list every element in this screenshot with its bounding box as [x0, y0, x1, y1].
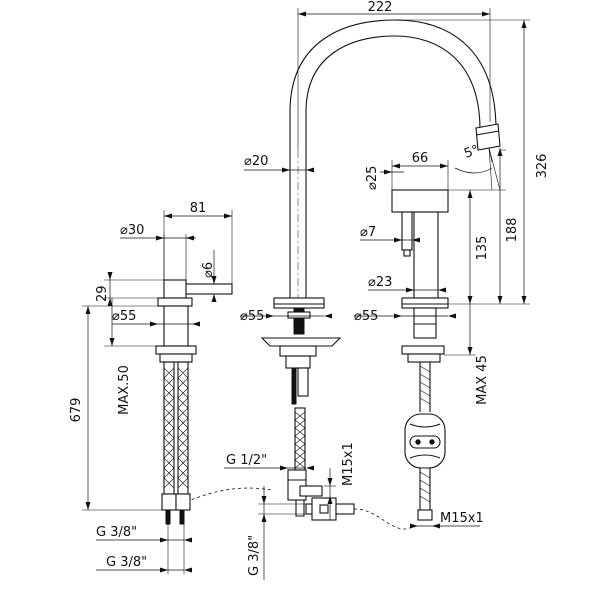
valve-body-shank — [163, 305, 189, 347]
dim-dia-6: ⌀6 — [201, 262, 216, 278]
valve-body-top — [163, 279, 187, 299]
dim-135: 135 — [475, 236, 490, 261]
dim-dia-30: ⌀30 — [120, 223, 144, 238]
shower-mount-nut — [401, 345, 445, 355]
spout-tube-inner — [305, 35, 481, 298]
dim-326: 326 — [535, 154, 550, 179]
spout-base-flange — [273, 297, 325, 309]
shower-head-block — [391, 189, 449, 213]
dim-max-50: MAX.50 — [117, 365, 132, 415]
dim-g38-vertical: G 3/8" — [247, 535, 262, 576]
shower-base-flange — [401, 297, 449, 309]
dimension-labels: 222 326 ⌀20 5° ⌀25 66 ⌀7 188 135 ⌀23 ⌀55… — [69, 0, 550, 576]
dim-g38-upper: G 3/8" — [96, 525, 137, 540]
dim-dia-25: ⌀25 — [365, 166, 380, 190]
dim-dia-23: ⌀23 — [368, 275, 392, 290]
shower-handle — [401, 211, 413, 251]
dim-m15-right: M15x1 — [440, 511, 484, 526]
dim-m15-center: M15x1 — [341, 442, 356, 486]
dim-g38-lower: G 3/8" — [106, 555, 147, 570]
dimension-lines — [82, 8, 530, 580]
dashed-hose-right — [353, 508, 416, 530]
hand-shower-assembly — [391, 189, 449, 521]
shower-body-tube — [413, 211, 439, 299]
spout-tip — [475, 123, 501, 151]
dim-222: 222 — [368, 0, 393, 15]
dim-66: 66 — [412, 151, 429, 166]
dim-max-45: MAX 45 — [475, 355, 490, 405]
dim-dia-55-center: ⌀55 — [240, 309, 264, 324]
spout-supply-hose — [294, 407, 306, 471]
spout-assembly — [185, 19, 501, 530]
dim-29: 29 — [95, 285, 110, 302]
dim-dia-55-left: ⌀55 — [112, 309, 136, 324]
dashed-hose-left — [185, 487, 273, 503]
dim-g12: G 1/2" — [226, 453, 267, 468]
valve-braided-hoses — [163, 361, 189, 495]
spout-tube-outer — [289, 19, 497, 298]
dim-dia-7: ⌀7 — [360, 225, 376, 240]
side-valve-assembly — [155, 279, 233, 525]
spray-angle-arc — [454, 167, 493, 174]
dim-679: 679 — [69, 398, 84, 423]
dim-188: 188 — [505, 218, 520, 243]
spout-mounting-plate — [260, 337, 342, 347]
dim-81: 81 — [190, 201, 207, 216]
dim-dia-55-right: ⌀55 — [354, 309, 378, 324]
valve-mount-nut — [159, 353, 193, 363]
dim-spout-dia-20: ⌀20 — [244, 154, 268, 169]
dim-angle-5: 5° — [462, 143, 481, 162]
